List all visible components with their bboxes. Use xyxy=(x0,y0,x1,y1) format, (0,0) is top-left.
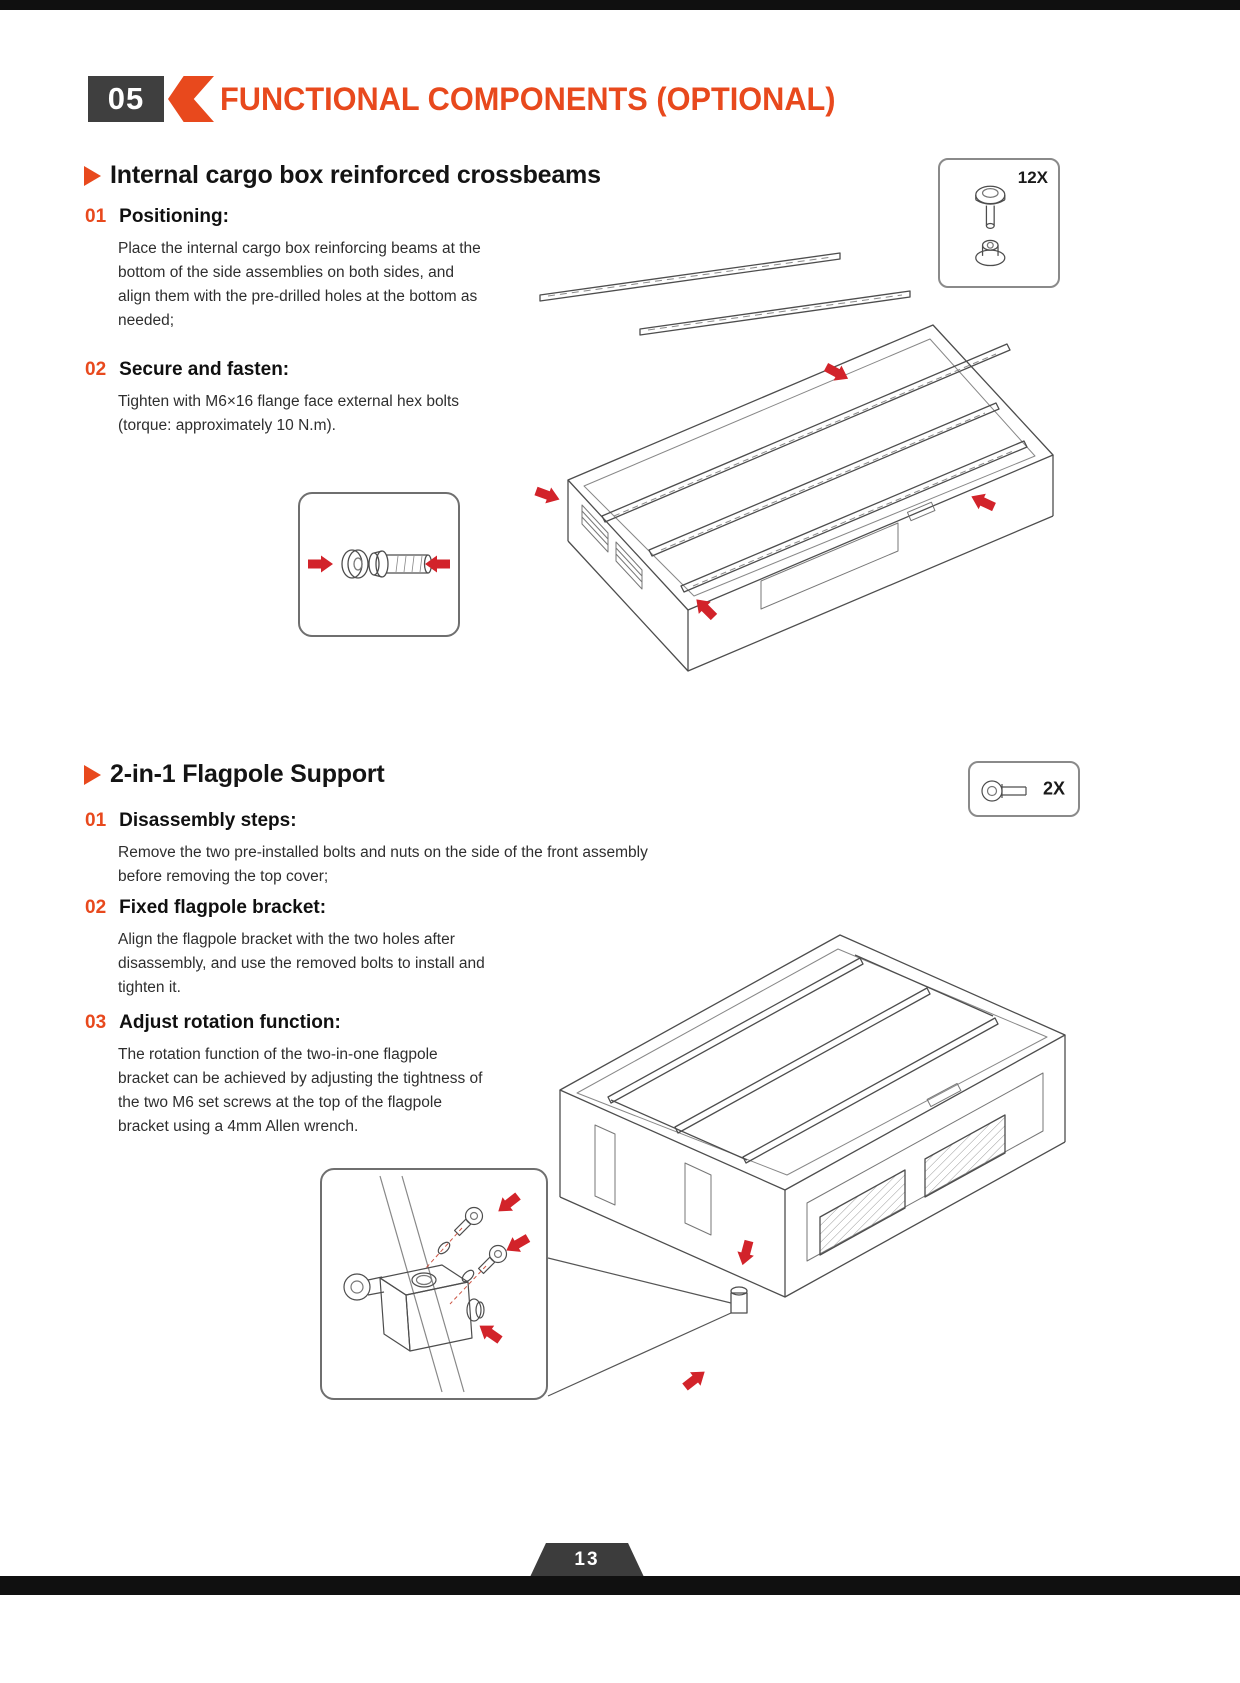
step-title: Positioning: xyxy=(119,206,229,227)
step-number: 02 xyxy=(85,897,107,918)
step-rotation-body: The rotation function of the two-in-one … xyxy=(118,1046,483,1136)
cap-flagpole-location-illustration xyxy=(547,934,1066,1397)
step-title: Disassembly steps: xyxy=(119,810,297,831)
flagpole-bracket-mounted xyxy=(730,1286,748,1314)
inset-leader-lines xyxy=(547,1257,732,1397)
flagpole-bracket-detail-inset xyxy=(320,1168,548,1400)
crossbeam xyxy=(680,440,1028,593)
step-fixed-bracket-body: Align the flagpole bracket with the two … xyxy=(118,931,485,997)
step-rotation-heading: 03 Adjust rotation function: xyxy=(85,1012,341,1034)
step-positioning-body: Place the internal cargo box reinforcing… xyxy=(118,240,481,330)
bolt-washer-detail-inset xyxy=(298,492,460,637)
left-wall-details xyxy=(594,1124,712,1236)
page-title: FUNCTIONAL COMPONENTS (OPTIONAL) xyxy=(220,81,836,117)
floating-rail xyxy=(539,252,911,336)
bottom-border-bar xyxy=(0,1576,1240,1595)
step-title: Fixed flagpole bracket: xyxy=(119,897,327,918)
step-title: Adjust rotation function: xyxy=(119,1012,341,1033)
step-secure-body: Tighten with M6×16 flange face external … xyxy=(118,393,460,435)
section2-title: 2-in-1 Flagpole Support xyxy=(110,760,385,788)
hardware-qty-box-12x: 12X xyxy=(938,158,1060,288)
left-wall-vent-grilles xyxy=(581,504,643,590)
flagpole-bracket-exploded-drawing xyxy=(343,1175,531,1393)
header-chevron-icon xyxy=(168,76,214,122)
qty-label-2x: 2X xyxy=(1042,778,1065,799)
hardware-qty-box-2x: 2X xyxy=(968,761,1080,817)
section-number-badge: 05 xyxy=(88,76,164,122)
step-number: 03 xyxy=(85,1012,107,1033)
step-number: 01 xyxy=(85,206,107,227)
step-title: Secure and fasten: xyxy=(119,359,290,380)
step-secure-heading: 02 Secure and fasten: xyxy=(85,359,289,381)
crossbeam xyxy=(648,402,1000,557)
socket-bolt-icon xyxy=(981,780,1027,802)
step-disassembly-heading: 01 Disassembly steps: xyxy=(85,810,297,832)
section2-heading: 2-in-1 Flagpole Support xyxy=(84,760,385,789)
section1-heading: Internal cargo box reinforced crossbeams xyxy=(84,161,601,190)
step-positioning-heading: 01 Positioning: xyxy=(85,206,229,228)
crossbeam xyxy=(601,343,1011,523)
step-number: 01 xyxy=(85,810,107,831)
assembly-direction-arrows xyxy=(534,363,996,621)
side-window-and-handle xyxy=(760,501,936,610)
section1-title: Internal cargo box reinforced crossbeams xyxy=(110,161,601,189)
assembly-direction-arrows xyxy=(479,1192,531,1344)
page-number-tab: 13 xyxy=(530,1543,644,1577)
assembly-direction-arrow xyxy=(308,555,450,573)
arrowhead-bullet-icon xyxy=(84,764,101,785)
assembly-direction-arrows xyxy=(682,1239,754,1391)
cargo-box-crossbeams-illustration xyxy=(534,252,1054,672)
qty-label-12x: 12X xyxy=(1017,168,1048,187)
step-disassembly-body: Remove the two pre-installed bolts and n… xyxy=(118,844,648,886)
step-number: 02 xyxy=(85,359,107,380)
bolt-and-nut-icon xyxy=(975,185,1006,267)
rear-panel-grilles xyxy=(806,1072,1044,1262)
bolt-washer-detail-drawing xyxy=(308,549,450,579)
top-border-bar xyxy=(0,0,1240,10)
roof-rails xyxy=(607,954,999,1164)
arrowhead-bullet-icon xyxy=(84,165,101,186)
step-fixed-bracket-heading: 02 Fixed flagpole bracket: xyxy=(85,897,326,919)
